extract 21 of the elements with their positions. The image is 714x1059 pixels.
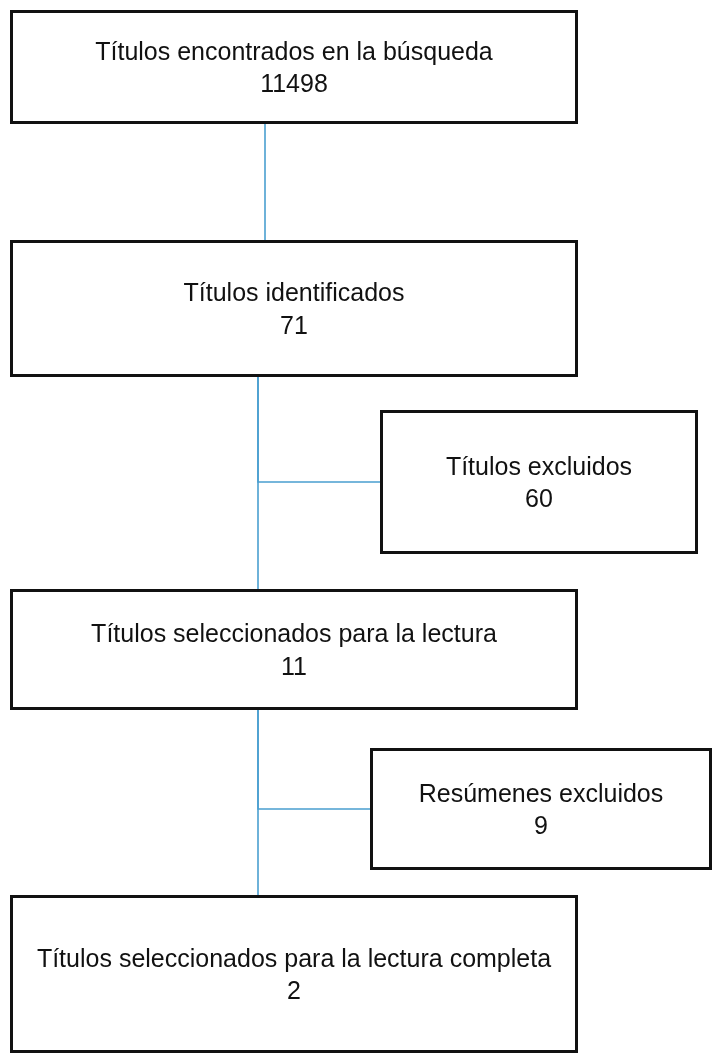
- connector-line: [257, 709, 371, 810]
- box-title: Títulos encontrados en la búsqueda: [95, 35, 493, 67]
- process-box: [10, 589, 578, 710]
- process-box: [10, 895, 578, 1053]
- box-title: Títulos excluidos: [445, 450, 633, 482]
- count-value: 11498: [260, 68, 328, 99]
- process-box: [380, 410, 698, 554]
- count-value: 9: [534, 810, 548, 841]
- count-value: 71: [280, 309, 308, 341]
- connector-line: [257, 376, 381, 483]
- process-box: [10, 10, 578, 124]
- count-value: 11: [281, 650, 307, 682]
- box-title: Títulos identificados: [183, 277, 405, 308]
- box-title: Títulos seleccionados para la lectura completa: [36, 942, 552, 974]
- connector-line: [264, 123, 266, 241]
- process-box: [10, 240, 578, 377]
- count-value: 60: [525, 483, 553, 514]
- process-box: [370, 748, 712, 870]
- box-title: Títulos seleccionados para la lectura: [91, 618, 497, 649]
- box-title: Resúmenes excluidos: [418, 777, 664, 809]
- count-value: 2: [287, 975, 301, 1006]
